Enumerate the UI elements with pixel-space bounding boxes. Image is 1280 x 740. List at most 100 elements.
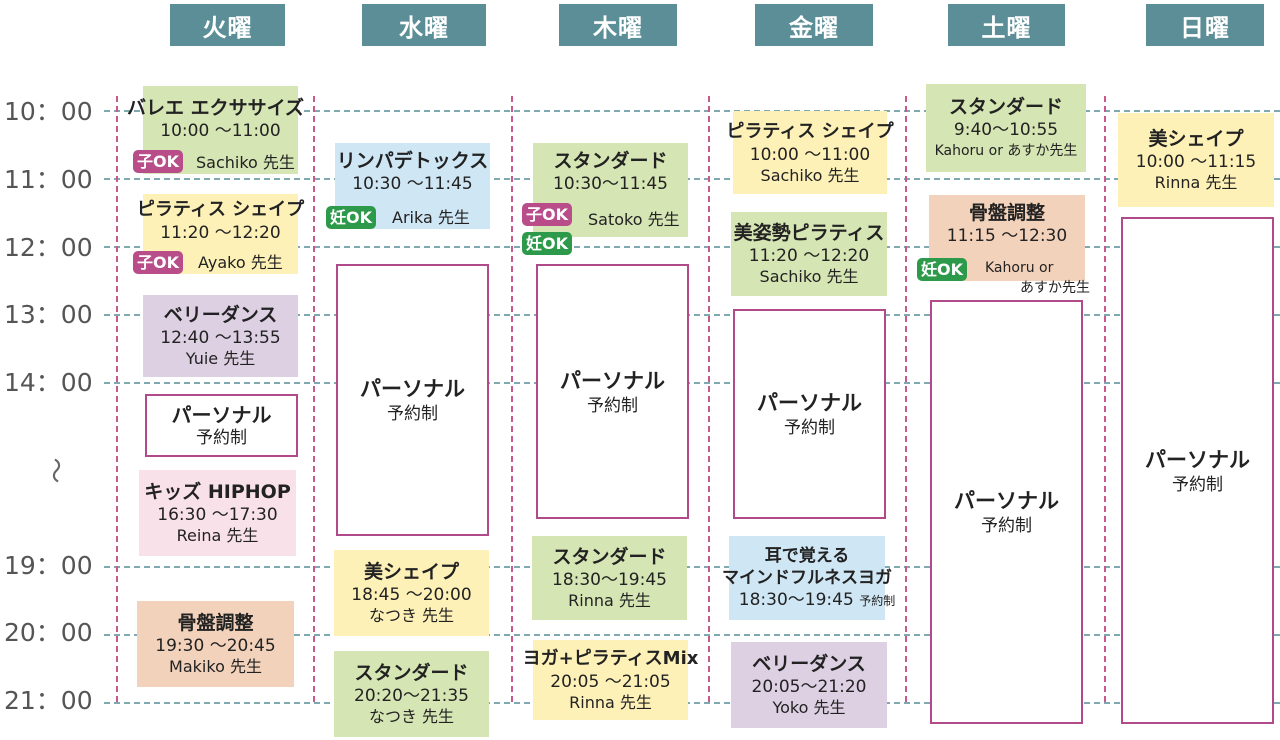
personal-block[interactable]: パーソナル 予約制 xyxy=(336,264,489,536)
class-name: スタンダード xyxy=(948,96,1063,118)
class-block[interactable]: 美シェイプ 10:00 〜11:15 Rinna 先生 xyxy=(1118,113,1274,207)
personal-note: 予約制 xyxy=(196,427,247,448)
class-instructor: Arika 先生 xyxy=(392,208,470,227)
class-time: 19:30 〜20:45 xyxy=(155,636,276,656)
class-time: 10:00 〜11:00 xyxy=(160,121,281,141)
pregnancy-ok-badge: 妊OK xyxy=(917,258,968,281)
class-block[interactable]: ヨガ+ピラティスMix 20:05 〜21:05 Rinna 先生 xyxy=(523,640,698,720)
class-block[interactable]: スタンダード 20:20〜21:35 なつき 先生 xyxy=(334,651,489,737)
personal-block[interactable]: パーソナル 予約制 xyxy=(536,264,689,519)
personal-block[interactable]: パーソナル 予約制 xyxy=(1121,217,1274,724)
class-block[interactable]: スタンダード 10:30〜11:45 xyxy=(533,143,688,237)
day-header-sat: 土曜 xyxy=(948,4,1065,46)
class-time: 11:15 〜12:30 xyxy=(946,226,1068,246)
kids-ok-badge: 子OK xyxy=(133,251,184,274)
class-block[interactable]: ベリーダンス 20:05〜21:20 Yoko 先生 xyxy=(731,642,887,728)
column-divider xyxy=(905,96,907,702)
class-instructor: Rinna 先生 xyxy=(1154,173,1238,192)
class-name-line2: マインドフルネスヨガ xyxy=(722,567,892,588)
class-time: 9:40〜10:55 xyxy=(953,120,1059,140)
column-divider xyxy=(511,96,513,702)
class-time: 18:30〜19:45 xyxy=(552,570,667,590)
day-header-tue: 火曜 xyxy=(170,4,285,46)
class-block[interactable]: ピラティス シェイプ 11:20 〜12:20 xyxy=(137,194,304,274)
class-block[interactable]: リンパデトックス 10:30 〜11:45 xyxy=(335,143,490,229)
personal-block[interactable]: パーソナル 予約制 xyxy=(145,394,298,457)
kids-ok-badge: 子OK xyxy=(522,203,573,226)
column-divider xyxy=(708,96,710,702)
personal-note: 予約制 xyxy=(587,395,638,416)
kids-ok-badge: 子OK xyxy=(133,150,184,173)
class-name: バレエ エクササイズ xyxy=(126,97,305,119)
personal-block[interactable]: パーソナル 予約制 xyxy=(733,309,886,519)
personal-name: パーソナル xyxy=(757,391,862,415)
class-instructor: Reina 先生 xyxy=(176,526,259,545)
pregnancy-ok-badge: 妊OK xyxy=(326,206,377,229)
class-name: 美シェイプ xyxy=(1148,128,1244,150)
class-block[interactable]: 美姿勢ピラティス 11:20 〜12:20 Sachiko 先生 xyxy=(731,212,887,296)
class-instructor: Rinna 先生 xyxy=(568,591,651,610)
class-instructor: Yoko 先生 xyxy=(772,698,846,717)
class-time: 12:40 〜13:55 xyxy=(160,328,281,348)
column-divider xyxy=(313,96,315,702)
class-block[interactable]: ピラティス シェイプ 10:00 〜11:00 Sachiko 先生 xyxy=(726,111,894,194)
class-time: 18:45 〜20:00 xyxy=(351,585,472,605)
gridline-20 xyxy=(104,634,1280,636)
personal-note: 予約制 xyxy=(981,516,1032,536)
class-instructor: Makiko 先生 xyxy=(169,657,262,676)
class-block[interactable]: スタンダード 9:40〜10:55 Kahoru or あすか先生 xyxy=(926,84,1086,172)
day-header-fri: 金曜 xyxy=(755,4,873,46)
class-time: 10:00 〜11:00 xyxy=(749,144,871,165)
gridline-21 xyxy=(104,702,1280,704)
class-name: ヨガ+ピラティスMix xyxy=(522,648,699,669)
class-instructor: Sachiko 先生 xyxy=(759,267,859,286)
personal-name: パーソナル xyxy=(1145,447,1250,472)
class-instructor: Kahoru or あすか先生 xyxy=(934,143,1078,159)
class-name: 骨盤調整 xyxy=(968,202,1045,224)
class-instructor: なつき 先生 xyxy=(368,707,455,726)
personal-name: パーソナル xyxy=(171,402,272,427)
personal-note: 予約制 xyxy=(1172,474,1223,495)
class-instructor: Satoko 先生 xyxy=(588,210,680,229)
class-time: 11:20 〜12:20 xyxy=(160,223,281,243)
class-block[interactable]: 骨盤調整 19:30 〜20:45 Makiko 先生 xyxy=(137,601,294,687)
time-label-12: 12：00 xyxy=(4,233,93,262)
time-label-21: 21：00 xyxy=(4,686,93,715)
class-name: ベリーダンス xyxy=(163,304,278,326)
class-time: 11:20 〜12:20 xyxy=(748,246,870,266)
class-instructor: Rinna 先生 xyxy=(569,693,652,712)
class-instructor: Yuie 先生 xyxy=(185,349,256,368)
pregnancy-ok-badge: 妊OK xyxy=(522,232,573,255)
class-name: 美姿勢ピラティス xyxy=(733,222,885,244)
class-time: 10:00 〜11:15 xyxy=(1135,152,1257,172)
class-block[interactable]: キッズ HIPHOP 16:30 〜17:30 Reina 先生 xyxy=(139,470,296,556)
time-label-11: 11：00 xyxy=(4,165,93,194)
class-time: 20:05 〜21:05 xyxy=(550,672,671,692)
class-instructor-line2: あすか先生 xyxy=(1020,280,1090,296)
class-name: ピラティス シェイプ xyxy=(136,199,305,220)
class-name: スタンダード xyxy=(552,546,667,568)
class-time: 20:20〜21:35 xyxy=(354,686,469,706)
class-instructor: Sachiko 先生 xyxy=(196,153,295,172)
personal-note: 予約制 xyxy=(387,404,438,424)
class-time: 10:30〜11:45 xyxy=(553,174,668,194)
day-header-thu: 木曜 xyxy=(559,4,677,46)
personal-name: パーソナル xyxy=(360,377,465,401)
class-block[interactable]: スタンダード 18:30〜19:45 Rinna 先生 xyxy=(532,536,687,620)
personal-block[interactable]: パーソナル 予約制 xyxy=(930,300,1083,724)
class-name: ピラティス シェイプ xyxy=(726,120,894,142)
class-instructor: なつき 先生 xyxy=(368,606,455,625)
class-name: スタンダード xyxy=(354,662,469,684)
class-block[interactable]: 美シェイプ 18:45 〜20:00 なつき 先生 xyxy=(334,550,489,636)
day-header-sun: 日曜 xyxy=(1146,4,1264,46)
gridline-13 xyxy=(104,314,1280,316)
class-name: キッズ HIPHOP xyxy=(144,481,291,503)
time-label-13: 13：00 xyxy=(4,300,93,329)
class-block[interactable]: 耳で覚える マインドフルネスヨガ 18:30〜19:45 予約制 xyxy=(722,536,895,620)
class-name: 美シェイプ xyxy=(363,561,459,583)
day-header-wed: 水曜 xyxy=(362,4,486,46)
time-label-20: 20：00 xyxy=(4,618,93,647)
class-block[interactable]: ベリーダンス 12:40 〜13:55 Yuie 先生 xyxy=(143,295,298,377)
reservation-note: 予約制 xyxy=(859,593,896,608)
personal-note: 予約制 xyxy=(784,418,835,438)
